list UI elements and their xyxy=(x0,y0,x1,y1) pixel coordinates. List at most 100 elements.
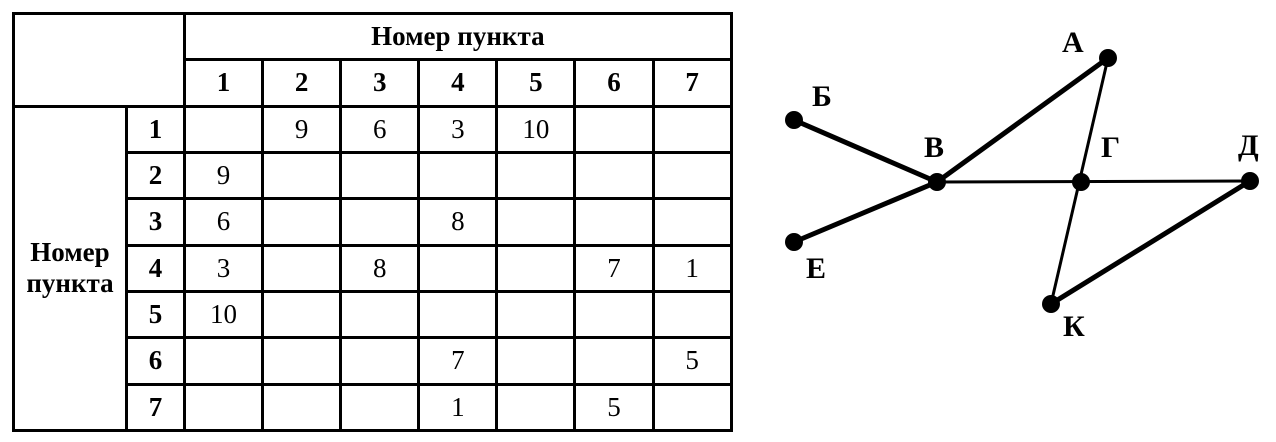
table-cell-r6-c3 xyxy=(339,336,421,386)
table-cell-r2-c3 xyxy=(339,150,421,201)
table-cell-r5-c1: 10 xyxy=(182,289,265,340)
table-cell-r6-c1 xyxy=(182,336,265,386)
table-cell-r5-c2 xyxy=(261,289,343,340)
table-cell-r2-c2 xyxy=(261,150,343,201)
table-column-header-6: 6 xyxy=(573,58,655,108)
table-cell-r6-c5 xyxy=(495,336,577,386)
table-cell-r1-c5: 10 xyxy=(495,104,577,154)
graph-vertex-label-Б: Б xyxy=(812,80,832,113)
graph-vertex-Е xyxy=(785,233,803,251)
graph-vertex-label-Г: Г xyxy=(1101,131,1121,164)
table-cell-r2-c7 xyxy=(651,150,733,201)
table-cell-r7-c6: 5 xyxy=(573,382,655,433)
table-cell-r7-c4: 1 xyxy=(417,382,499,433)
table-row-header-7: 7 xyxy=(125,382,186,433)
table-corner-blank xyxy=(12,12,186,108)
graph-vertex-К xyxy=(1042,295,1060,313)
table-cell-r2-c5 xyxy=(495,150,577,201)
table-cell-r6-c7: 5 xyxy=(651,336,733,386)
table-column-header-2: 2 xyxy=(261,58,343,108)
table-cell-r1-c2: 9 xyxy=(261,104,343,154)
graph-edge-К-Д xyxy=(1048,178,1253,307)
table-cell-r1-c1 xyxy=(182,104,265,154)
graph-edge-layer xyxy=(791,55,1253,307)
table-side-header-line1: Номер xyxy=(30,237,110,268)
graph-vertex-Б xyxy=(785,111,803,129)
graph-vertex-Д xyxy=(1241,172,1259,190)
table-row-header-2: 2 xyxy=(125,150,186,201)
graph-vertex-label-В: В xyxy=(924,131,945,164)
table-row-header-3: 3 xyxy=(125,197,186,247)
table-header-row-group: Номер пункта xyxy=(12,11,733,108)
table-row-header-5: 5 xyxy=(125,289,186,340)
table-cell-r2-c1: 9 xyxy=(182,150,265,201)
graph-edge-А-К xyxy=(1049,56,1110,306)
table-cell-r1-c6 xyxy=(573,104,655,154)
graph-vertex-label-К: К xyxy=(1063,310,1085,343)
table-group-header: Номер пункта xyxy=(183,11,733,62)
table-cell-r1-c3: 6 xyxy=(339,104,421,154)
graph-vertex-label-А: А xyxy=(1062,26,1084,59)
table-cell-r5-c7 xyxy=(651,289,733,340)
table-side-header-line2: пункта xyxy=(26,268,114,299)
table-cell-r4-c4 xyxy=(417,243,499,293)
table-column-header-3: 3 xyxy=(339,58,421,108)
table-cell-r3-c6 xyxy=(573,197,655,247)
table-cell-r4-c3: 8 xyxy=(339,243,421,293)
graph-vertex-А xyxy=(1099,49,1117,67)
table-column-header-1: 1 xyxy=(182,58,265,108)
table-row-header-1: 1 xyxy=(125,104,186,154)
table-cell-r3-c2 xyxy=(261,197,343,247)
graph-vertex-В xyxy=(928,173,946,191)
table-cell-r2-c4 xyxy=(417,150,499,201)
table-cell-r5-c6 xyxy=(573,289,655,340)
table-column-header-5: 5 xyxy=(495,58,577,108)
table-cell-r3-c3 xyxy=(339,197,421,247)
table-cell-r2-c6 xyxy=(573,150,655,201)
graph-edge-В-Д xyxy=(935,179,1252,184)
table-column-header-7: 7 xyxy=(651,58,733,108)
table-cell-r4-c2 xyxy=(261,243,343,293)
table-cell-r4-c7: 1 xyxy=(651,243,733,293)
graph-edge-Б-В xyxy=(791,117,940,185)
table-cell-r7-c2 xyxy=(261,382,343,433)
graph-edge-В-А xyxy=(934,55,1111,185)
table-cell-r7-c5 xyxy=(495,382,577,433)
table-cell-r4-c6: 7 xyxy=(573,243,655,293)
table-cell-r4-c1: 3 xyxy=(182,243,265,293)
graph-edge-Е-В xyxy=(791,179,940,245)
graph-vertex-label-Е: Е xyxy=(806,252,827,285)
table-cell-r4-c5 xyxy=(495,243,577,293)
graph-vertex-label-Д: Д xyxy=(1238,129,1259,162)
table-cell-r5-c4 xyxy=(417,289,499,340)
table-cell-r5-c3 xyxy=(339,289,421,340)
table-cell-r3-c4: 8 xyxy=(417,197,499,247)
table-cell-r1-c4: 3 xyxy=(417,104,499,154)
table-cell-r3-c1: 6 xyxy=(182,197,265,247)
table-cell-r3-c7 xyxy=(651,197,733,247)
table-cell-r3-c5 xyxy=(495,197,577,247)
graph-vertex-layer xyxy=(785,49,1259,313)
table-cell-r6-c2 xyxy=(261,336,343,386)
table-row: 6 7 5 xyxy=(14,336,733,386)
table-cell-r7-c1 xyxy=(182,382,265,433)
table-column-header-4: 4 xyxy=(417,58,499,108)
table-cell-r6-c4: 7 xyxy=(417,336,499,386)
table-cell-r5-c5 xyxy=(495,289,577,340)
table-cell-r7-c7 xyxy=(651,382,733,433)
table-row-header-6: 6 xyxy=(125,336,186,386)
table-row-header-4: 4 xyxy=(125,243,186,293)
table-cell-r1-c7 xyxy=(651,104,733,154)
table-cell-r7-c3 xyxy=(339,382,421,433)
table-row: 7 1 5 xyxy=(14,382,733,433)
